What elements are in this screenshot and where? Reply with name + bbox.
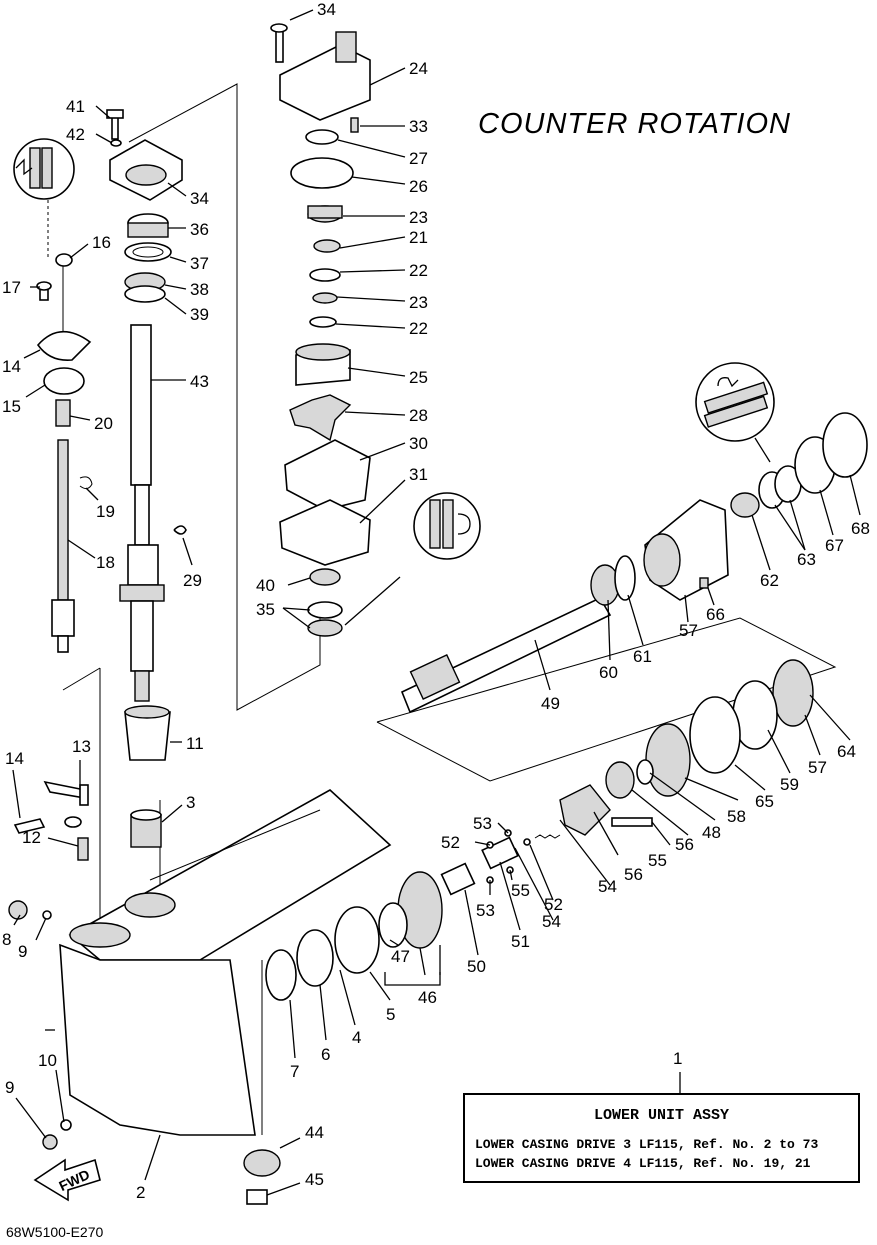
callout: 54: [598, 877, 617, 896]
callout: 5: [386, 1005, 395, 1024]
callout: 21: [409, 228, 428, 247]
water-pump-assembly: [270, 23, 371, 637]
propeller-shaft-assembly: [400, 412, 868, 714]
grease-marker-icon: [344, 492, 481, 626]
callout: 64: [837, 742, 856, 761]
callout: 62: [760, 571, 779, 590]
callout: 26: [409, 177, 428, 196]
callout: 8: [2, 930, 11, 949]
gear-assembly: [243, 659, 814, 1205]
callout: 23: [409, 293, 428, 312]
callout: 60: [599, 663, 618, 682]
callout: 11: [186, 734, 204, 753]
grease-marker-icon: [13, 138, 75, 200]
callout: 30: [409, 434, 428, 453]
callout: 63: [797, 550, 816, 569]
callout: 3: [186, 793, 195, 812]
drawing-code: 68W5100-E270: [6, 1224, 104, 1240]
callout: 58: [727, 807, 746, 826]
callout: 44: [305, 1123, 324, 1142]
callout: 52: [441, 833, 460, 852]
callout: 9: [5, 1078, 14, 1097]
legend-box: LOWER UNIT ASSY LOWER CASING DRIVE 3 LF1…: [463, 1093, 860, 1183]
grease-marker-icon: [695, 362, 775, 463]
callout: 53: [473, 814, 492, 833]
callout: 14: [5, 749, 24, 768]
callout: 23: [409, 208, 428, 227]
callout: 55: [648, 851, 667, 870]
callout: 27: [409, 149, 428, 168]
callout: 53: [476, 901, 495, 920]
callout: 57: [808, 758, 827, 777]
callout-numbers: 34 24 33 27 26 23 21 22 23 22 25 28 30 3…: [2, 0, 870, 1202]
callout: 4: [352, 1028, 361, 1047]
legend-heading: LOWER UNIT ASSY: [593, 1107, 730, 1124]
callout: 13: [72, 737, 91, 756]
callout: 33: [409, 117, 428, 136]
shift-rod-assembly: [36, 253, 93, 653]
callout: 57: [679, 621, 698, 640]
callout: 1: [673, 1049, 682, 1068]
callout: 50: [467, 957, 486, 976]
callout: 49: [541, 694, 560, 713]
callout: 35: [256, 600, 275, 619]
callout: 56: [675, 835, 694, 854]
callout: 16: [92, 233, 111, 252]
callout: 20: [94, 414, 113, 433]
callout: 14: [2, 357, 21, 376]
callout: 37: [190, 254, 209, 273]
callout: 51: [511, 932, 530, 951]
callout: 40: [256, 576, 275, 595]
callout: 38: [190, 280, 209, 299]
callout: 61: [633, 647, 652, 666]
callout: 9: [18, 942, 27, 961]
callout: 28: [409, 406, 428, 425]
lower-casing: [33, 789, 392, 1202]
small-hardware: [8, 780, 561, 1150]
callout: 34: [317, 0, 336, 19]
callout: 19: [96, 502, 115, 521]
callout: 25: [409, 368, 428, 387]
callout: 10: [38, 1051, 57, 1070]
drive-shaft-assembly: [106, 109, 187, 848]
leader-lines: [12, 9, 861, 1196]
callout: 36: [190, 220, 209, 239]
callout: 56: [624, 865, 643, 884]
legend-line-2: LOWER CASING DRIVE 4 LF115, Ref. No. 19,…: [475, 1156, 811, 1171]
callout: 65: [755, 792, 774, 811]
callout: 24: [409, 59, 428, 78]
callout: 67: [825, 536, 844, 555]
callout: 17: [2, 278, 21, 297]
callout: 2: [136, 1183, 145, 1202]
callout: 22: [409, 319, 428, 338]
callout: 6: [321, 1045, 330, 1064]
callout: 45: [305, 1170, 324, 1189]
callout: 42: [66, 125, 85, 144]
callout: 68: [851, 519, 870, 538]
callout: 46: [418, 988, 437, 1007]
callout: 41: [66, 97, 85, 116]
callout: 15: [2, 397, 21, 416]
callout: 29: [183, 571, 202, 590]
callout: 39: [190, 305, 209, 324]
diagram-title: COUNTER ROTATION: [478, 108, 791, 140]
callout: 52: [544, 895, 563, 914]
callout: 59: [780, 775, 799, 794]
callout: 31: [409, 465, 428, 484]
callout: 12: [22, 828, 41, 847]
callout: 54: [542, 912, 561, 931]
callout: 7: [290, 1062, 299, 1081]
legend-line-1: LOWER CASING DRIVE 3 LF115, Ref. No. 2 t…: [475, 1137, 819, 1152]
callout: 55: [511, 881, 530, 900]
callout: 22: [409, 261, 428, 280]
callout: 34: [190, 189, 209, 208]
callout: 47: [391, 947, 410, 966]
callout: 43: [190, 372, 209, 391]
callout: 18: [96, 553, 115, 572]
callout: 48: [702, 823, 721, 842]
callout: 66: [706, 605, 725, 624]
